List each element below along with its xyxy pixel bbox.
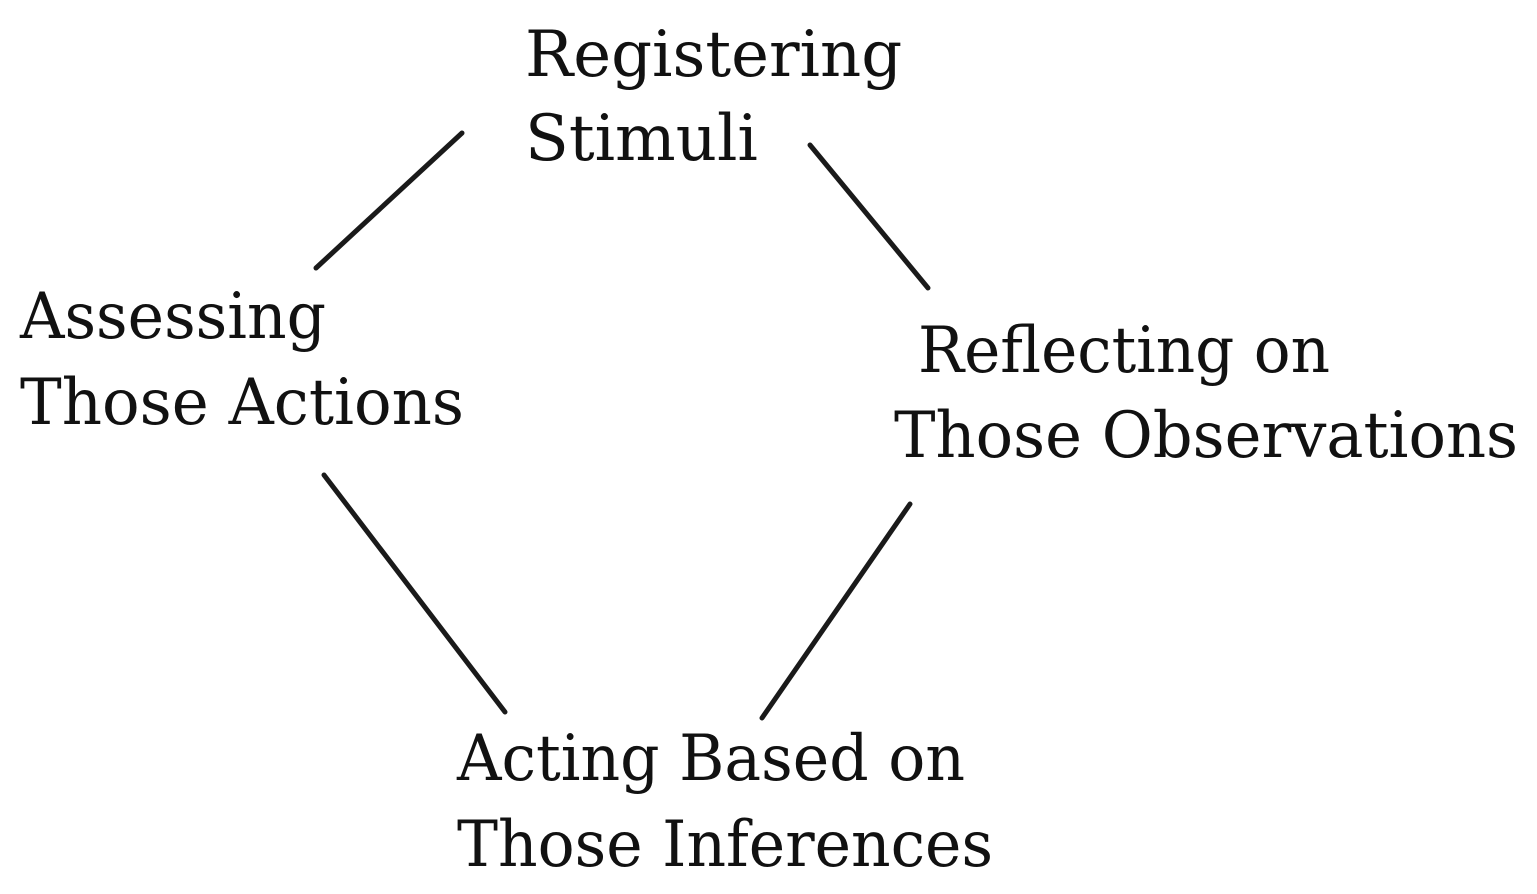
- node-reflecting-line-2: Those Observations: [894, 399, 1518, 473]
- node-assessing-line-1: Assessing: [19, 280, 326, 354]
- node-acting-line-2: Those Inferences: [457, 808, 993, 882]
- node-acting-line-1: Acting Based on: [456, 722, 965, 796]
- node-registering-stimuli: Registering Stimuli: [525, 18, 902, 176]
- node-reflecting-line-1: Reflecting on: [918, 314, 1330, 388]
- connector-registering-to-reflecting: [807, 142, 931, 291]
- node-acting-on-inferences: Acting Based on Those Inferences: [456, 722, 993, 882]
- connector-reflecting-to-acting: [759, 501, 913, 721]
- node-assessing-line-2: Those Actions: [20, 366, 464, 440]
- node-registering-line-1: Registering: [525, 18, 902, 92]
- node-reflecting-on-observations: Reflecting on Those Observations: [894, 314, 1518, 473]
- node-registering-line-2: Stimuli: [525, 102, 758, 176]
- connector-acting-to-assessing: [321, 472, 508, 715]
- node-assessing-actions: Assessing Those Actions: [19, 280, 464, 440]
- connector-assessing-to-registering: [313, 130, 465, 271]
